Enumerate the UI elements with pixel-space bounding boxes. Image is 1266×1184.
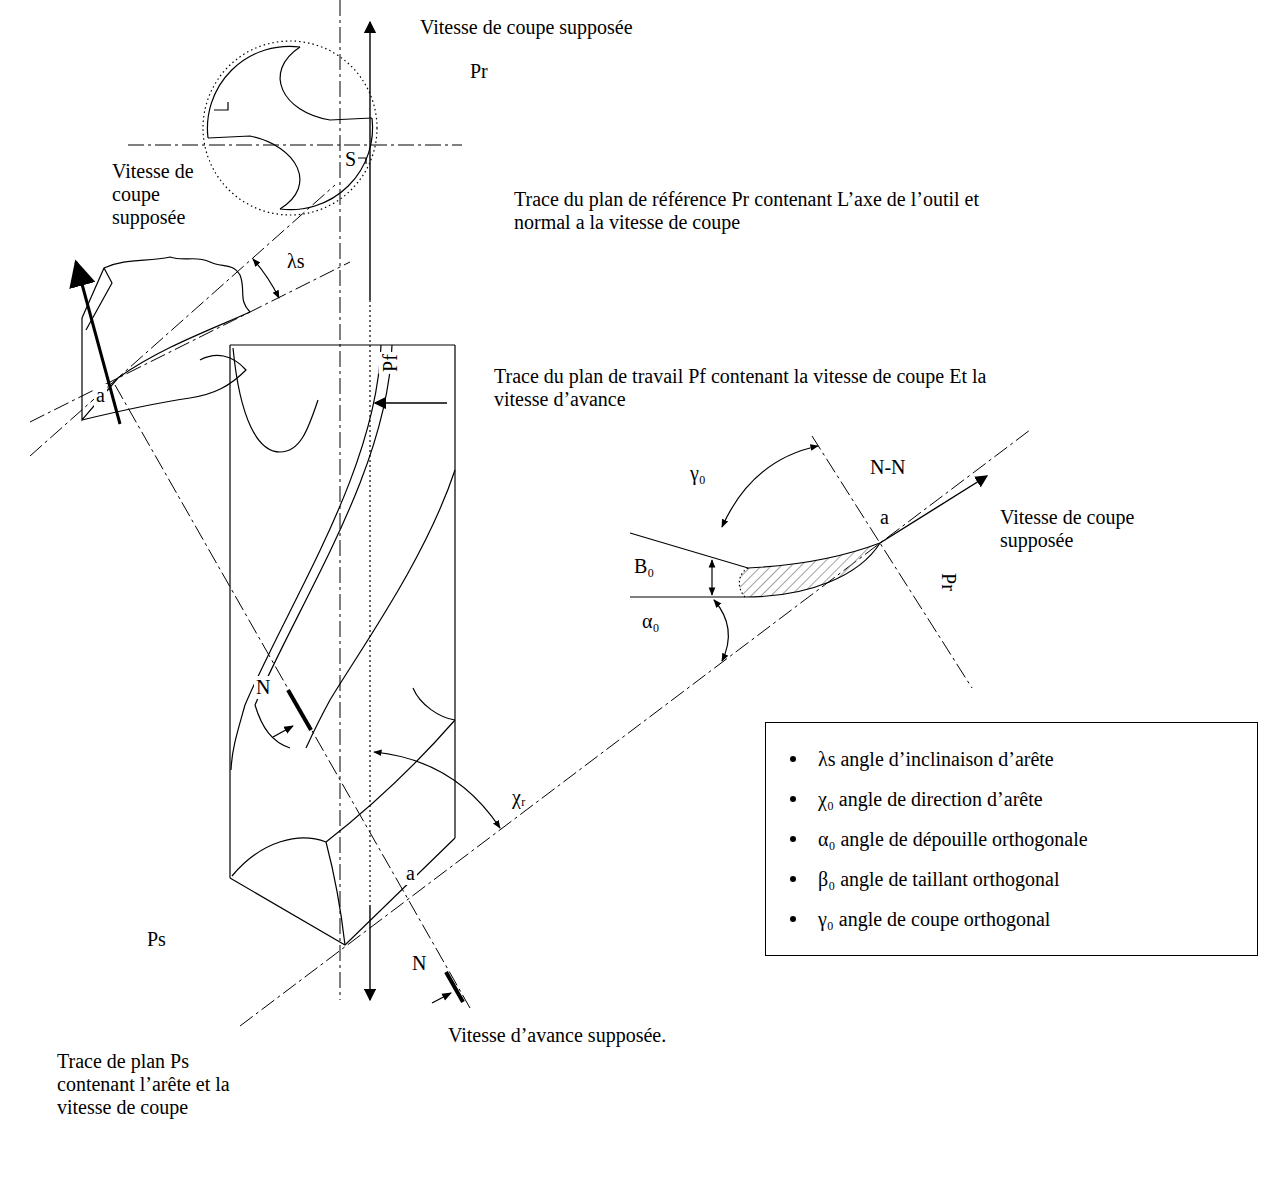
section-mark	[288, 690, 311, 730]
angle-definition: λs angle d’inclinaison d’arête	[818, 748, 1054, 771]
speed-label: Vitesse de coupe supposée	[418, 16, 635, 39]
bullet-dot	[790, 796, 796, 802]
working-plane-trace	[369, 300, 370, 905]
drill-land	[231, 705, 290, 770]
feed-speed-arrow	[369, 905, 370, 1000]
section-arrow	[273, 726, 293, 737]
angle-arc	[714, 600, 728, 661]
tool-flute	[82, 355, 246, 420]
legend-row: γ₀ angle de coupe orthogonal	[790, 899, 1243, 939]
drill-flute	[233, 348, 318, 452]
drill-lip	[232, 838, 345, 945]
bullet-dot	[790, 756, 796, 762]
point-label: S	[343, 148, 358, 171]
angle-definition: γ₀ angle de coupe orthogonal	[818, 908, 1050, 931]
plane-note: Trace du plan de travail Pf contenant la…	[492, 365, 1036, 411]
section-arrow	[432, 993, 451, 1003]
section-label: N	[410, 952, 428, 975]
plane-label: Pr	[937, 571, 960, 593]
legend-row: β₀ angle de taillant orthogonal	[790, 859, 1243, 899]
wedge-outline	[630, 533, 880, 597]
tool-tip-outline	[82, 257, 250, 318]
cutting-speed-arrow	[76, 262, 120, 424]
cutting-speed-arrow	[369, 22, 370, 300]
bullet-dot	[790, 876, 796, 882]
angle-definition: χ₀ angle de direction d’arête	[818, 788, 1043, 811]
angle-label: α₀	[640, 610, 661, 633]
point-label: a	[94, 384, 107, 407]
reference-plane-trace	[128, 145, 462, 146]
speed-label: Vitesse de coupe supposée	[110, 160, 209, 229]
drill-land	[306, 470, 455, 748]
drill-body	[230, 345, 455, 945]
angle-arc	[722, 446, 818, 527]
legend-box: λs angle d’inclinaison d’arête χ₀ angle d…	[765, 722, 1258, 956]
angle-label: λs	[285, 250, 306, 273]
angle-arrow	[711, 560, 712, 595]
bullet-dot	[790, 836, 796, 842]
plane-label: Ps	[145, 928, 168, 951]
tool-axis	[340, 0, 341, 1000]
angle-label: χᵣ	[510, 786, 527, 809]
angle-label: B₀	[632, 555, 656, 578]
plane-note: Trace de plan Ps contenant l’arête et la…	[55, 1050, 259, 1119]
point-label: a	[404, 862, 417, 885]
bullet-dot	[790, 916, 796, 922]
plane-pointer-arrow	[375, 402, 447, 403]
point-label: a	[878, 506, 891, 529]
section-break	[739, 568, 748, 597]
cutting-speed-arrow	[880, 476, 987, 543]
drill-flute	[326, 688, 455, 842]
plane-note: Trace du plan de référence Pr contenant …	[512, 188, 996, 234]
plane-label: Pf	[379, 352, 402, 374]
drill-flute	[280, 47, 372, 120]
section-mark	[446, 972, 463, 1002]
legend-row: α₀ angle de dépouille orthogonale	[790, 819, 1243, 859]
angle-label: γ₀	[688, 462, 708, 485]
drill-flute	[208, 136, 300, 209]
angle-definition: β₀ angle de taillant orthogonal	[818, 868, 1060, 891]
angle-definition: α₀ angle de dépouille orthogonale	[818, 828, 1088, 851]
legend-row: χ₀ angle de direction d’arête	[790, 779, 1243, 819]
speed-label: Vitesse de coupe supposée	[998, 506, 1177, 552]
plane-label: Pr	[468, 60, 490, 83]
section-label: N-N	[868, 456, 908, 479]
legend-row: λs angle d’inclinaison d’arête	[790, 739, 1243, 779]
section-label: N	[254, 676, 272, 699]
drill-outline-circle	[203, 41, 377, 215]
speed-label: Vitesse d’avance supposée.	[446, 1024, 668, 1047]
angle-arc	[253, 259, 279, 298]
reference-trace	[30, 262, 350, 422]
drill-margin	[245, 345, 392, 705]
angle-arc	[374, 752, 500, 828]
